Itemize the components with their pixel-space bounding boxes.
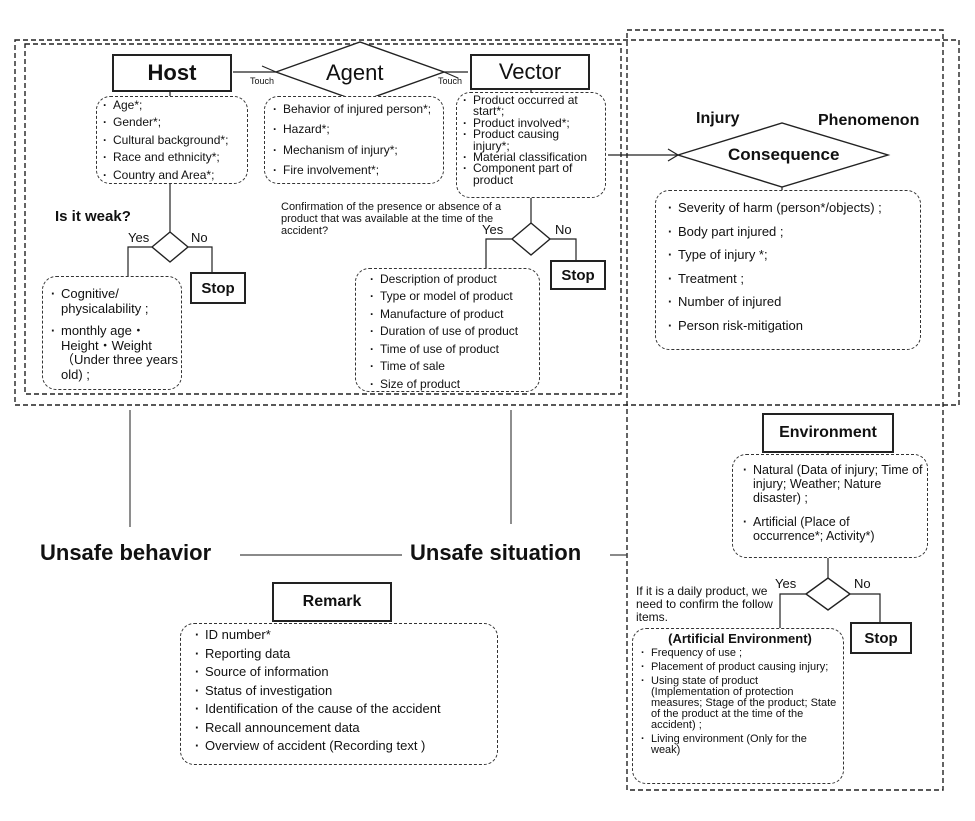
host-no-label: No (191, 230, 208, 245)
consequence-item: Severity of harm (person*/objects) ; (668, 200, 916, 216)
remark-box: Remark (272, 582, 392, 622)
vector-yes-label: Yes (482, 222, 504, 237)
env-no-line (850, 593, 881, 622)
environment-item: Artificial (Place of occurrence*; Activi… (743, 515, 903, 543)
vector-no-line (550, 238, 577, 260)
consequence-item: Person risk-mitigation (668, 318, 916, 334)
touch-left-label: Touch (250, 76, 275, 86)
remark-item: Overview of accident (Recording text ) (195, 739, 493, 754)
host-weak-item: Cognitive/ physicalability ; (51, 286, 171, 316)
host-attributes-box: Age*; Gender*; Cultural background*; Rac… (96, 96, 248, 184)
remark-item: Recall announcement data (195, 720, 493, 736)
host-item: Gender*; (103, 115, 243, 130)
environment-item: Natural (Data of injury; Time of injury;… (743, 463, 923, 505)
injury-label: Injury (696, 110, 740, 127)
host-no-line (188, 246, 213, 272)
agent-title: Agent (326, 60, 384, 85)
environment-yes-label: Yes (775, 576, 797, 591)
host-item: Age*; (103, 98, 243, 113)
remark-item: Source of information (195, 665, 493, 680)
phenomenon-label: Phenomenon (818, 112, 920, 129)
environment-stop-box: Stop (850, 622, 912, 654)
env-decision-diamond (804, 577, 852, 611)
agent-attributes-box: Behavior of injured person*; Hazard*; Me… (264, 96, 444, 184)
host-weak-item: monthly age・ Height・Weight （Under three … (51, 323, 179, 382)
host-decision-diamond (150, 231, 190, 263)
vector-item: Product involved*; (463, 117, 601, 130)
vector-product-item: Time of sale (370, 359, 535, 374)
consequence-item: Body part injured ; (668, 224, 916, 240)
artificial-environment-title: (Artificial Environment) (668, 631, 812, 646)
host-weak-box: Cognitive/ physicalability ; monthly age… (42, 276, 182, 390)
agent-item: Behavior of injured person*; (273, 102, 439, 117)
remark-item: ID number* (195, 627, 493, 643)
remark-items-box: ID number* Reporting data Source of info… (180, 623, 498, 765)
vector-box: Vector (470, 54, 590, 90)
vector-stop-box: Stop (550, 260, 606, 290)
artificial-environment-box: (Artificial Environment) Frequency of us… (632, 628, 844, 784)
main-frame (14, 39, 960, 406)
artificial-item: Placement of product causing injury; (641, 662, 839, 674)
host-stop-box: Stop (190, 272, 246, 304)
vector-product-item: Size of product (370, 377, 535, 392)
remark-title: Remark (302, 593, 362, 610)
touch-right-label: Touch (438, 76, 463, 86)
agent-item: Hazard*; (273, 122, 439, 137)
vector-product-item: Type or model of product (370, 289, 535, 304)
vector-title: Vector (498, 59, 562, 84)
vector-decision-diamond (510, 222, 552, 256)
vector-item: Material classification (463, 151, 601, 164)
vector-question: Confirmation of the presence or absence … (281, 201, 502, 238)
env-yes-line (779, 593, 806, 628)
vector-product-item: Manufacture of product (370, 307, 535, 322)
remark-item: Identification of the cause of the accid… (195, 702, 493, 717)
artificial-item: Using state of product (Implementation o… (641, 676, 839, 731)
vector-item: Product occurred at start*; (463, 94, 585, 118)
consequence-diamond (675, 122, 891, 188)
vector-yes-line (485, 238, 512, 268)
environment-title: Environment (779, 424, 877, 441)
host-question: Is it weak? (55, 208, 131, 225)
host-item: Country and Area*; (103, 168, 243, 183)
vector-product-item: Time of use of product (370, 342, 535, 357)
host-stop-label: Stop (201, 279, 235, 297)
artificial-item: Living environment (Only for the weak) (641, 734, 839, 756)
host-item: Cultural background*; (103, 133, 243, 148)
remark-item: Status of investigation (195, 683, 493, 699)
environment-no-label: No (854, 576, 871, 591)
environment-box: Environment (762, 413, 894, 453)
environment-question: If it is a daily product, we need to con… (636, 584, 773, 625)
right-frame (626, 29, 944, 791)
consequence-item: Number of injured (668, 295, 916, 310)
vector-item: Product causing injury*; (463, 128, 573, 152)
vector-no-label: No (555, 222, 572, 237)
host-yes-line (127, 246, 152, 276)
inner-frame (24, 43, 622, 395)
vector-attributes-box: Product occurred at start*; Product invo… (456, 92, 606, 198)
agent-item: Fire involvement*; (273, 163, 439, 178)
vector-stop-label: Stop (561, 266, 595, 284)
unsafe-situation-label: Unsafe situation (410, 540, 582, 565)
vector-item: Component part of product (463, 162, 591, 186)
unsafe-behavior-label: Unsafe behavior (40, 540, 212, 565)
agent-arrow-bottom-r (443, 71, 459, 79)
agent-item: Mechanism of injury*; (273, 143, 439, 158)
agent-arrow-top (261, 65, 277, 73)
consequence-items-box: Severity of harm (person*/objects) ; Bod… (655, 190, 921, 350)
host-title: Host (147, 60, 197, 85)
consequence-title: Consequence (728, 145, 840, 164)
vector-product-box: Description of product Type or model of … (355, 268, 540, 392)
vector-product-item: Description of product (370, 272, 535, 287)
host-item: Race and ethnicity*; (103, 150, 243, 165)
environment-items-box: Natural (Data of injury; Time of injury;… (732, 454, 928, 558)
consequence-item: Treatment ; (668, 271, 916, 287)
vector-product-item: Duration of use of product (370, 324, 535, 339)
environment-stop-label: Stop (864, 629, 898, 647)
artificial-item: Frequency of use ; (641, 648, 839, 660)
consequence-item: Type of injury *; (668, 248, 916, 263)
host-box: Host (112, 54, 232, 92)
host-yes-label: Yes (128, 230, 150, 245)
remark-item: Reporting data (195, 646, 493, 662)
